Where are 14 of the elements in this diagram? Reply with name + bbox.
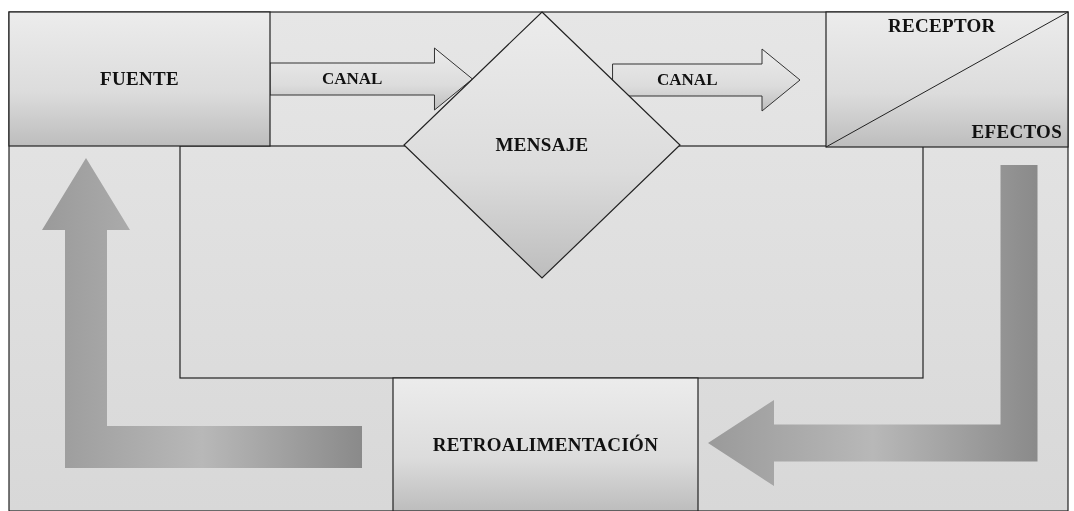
edge-label: CANAL — [322, 69, 383, 89]
edge-label: CANAL — [657, 70, 718, 90]
block-arrow — [42, 158, 362, 468]
block-arrow — [708, 165, 1038, 486]
node-label: RETROALIMENTACIÓN — [432, 433, 659, 456]
node-label: RECEPTOR — [888, 15, 996, 37]
source-box — [9, 12, 270, 146]
feedback-box — [393, 378, 698, 511]
node-label: FUENTE — [100, 68, 179, 90]
receiver-box — [826, 12, 1068, 147]
block-arrow — [269, 47, 473, 111]
node-label: MENSAJE — [495, 134, 589, 156]
block-arrow — [612, 48, 801, 112]
node-label: EFECTOS — [971, 121, 1062, 143]
